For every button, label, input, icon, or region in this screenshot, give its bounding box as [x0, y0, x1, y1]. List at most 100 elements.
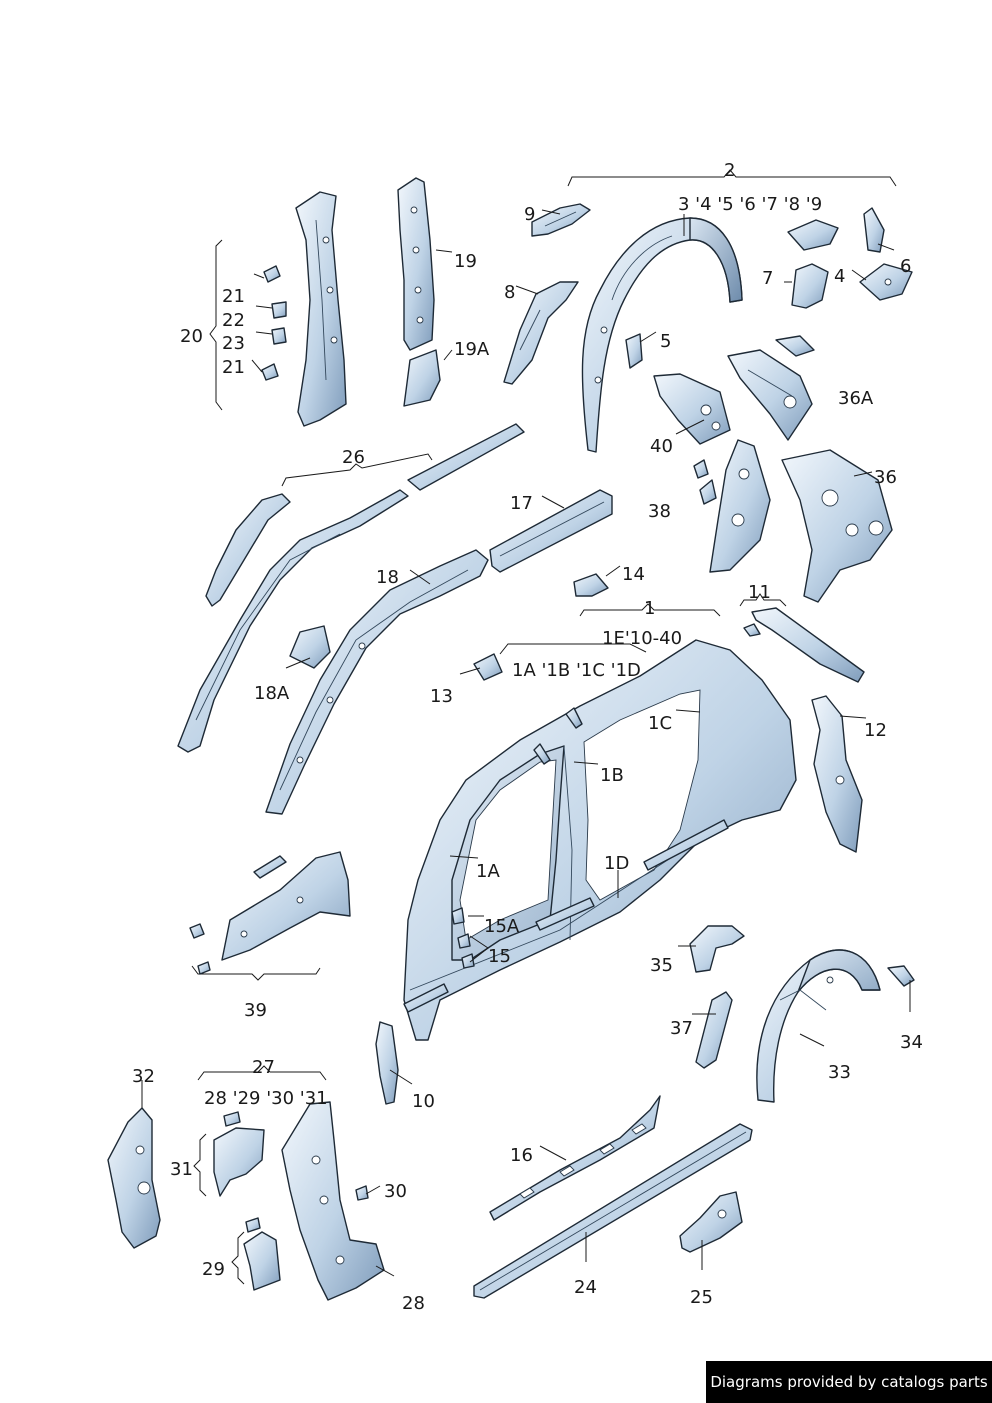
label-36a: 36A: [838, 388, 874, 409]
label-14: 14: [622, 564, 645, 585]
label-28: 28: [402, 1293, 425, 1314]
part-8-strut: [503, 281, 579, 385]
part-40-panel: [653, 373, 731, 445]
label-24: 24: [574, 1277, 597, 1298]
label-30: 30: [384, 1181, 407, 1202]
part-17-rail: [489, 489, 613, 573]
label-19a: 19A: [454, 339, 490, 360]
part-20-pillar: [295, 191, 347, 427]
label-16: 16: [510, 1145, 533, 1166]
label-1a: 1A: [476, 861, 500, 882]
part-10-bracket: [375, 1021, 399, 1105]
label-31: 31: [170, 1159, 193, 1180]
part-3-wheelhouse-inner: [581, 217, 743, 453]
label-22: 22: [222, 310, 245, 331]
label-38: 38: [648, 501, 671, 522]
label-19: 19: [454, 251, 477, 272]
part-27-brace: [197, 1065, 327, 1081]
part-39-brace: [191, 965, 321, 981]
label-39: 39: [244, 1000, 267, 1021]
part-24-sill: [473, 1123, 753, 1299]
label-1b: 1B: [600, 765, 624, 786]
part-18-rail: [265, 549, 489, 815]
label-17: 17: [510, 493, 533, 514]
part-13-patch: [473, 653, 503, 681]
label-15: 15: [488, 946, 511, 967]
label-12: 12: [864, 720, 887, 741]
part-18a-bracket: [289, 625, 331, 669]
part-20-brace: [209, 239, 223, 411]
part-32-pillar: [107, 1107, 161, 1249]
label-18a: 18A: [254, 683, 290, 704]
label-36: 36: [874, 467, 897, 488]
part-35-liner: [689, 925, 745, 973]
label-7: 7: [762, 268, 773, 289]
part-29-bracket: [243, 1217, 281, 1291]
part-38-panel: [693, 439, 771, 573]
label-21b: 21: [222, 357, 245, 378]
part-31-bracket: [213, 1111, 265, 1197]
part-19a-bracket: [403, 349, 441, 407]
label-27: 27: [252, 1057, 275, 1078]
label-1c: 1C: [648, 713, 672, 734]
label-6: 6: [900, 256, 911, 277]
label-4: 4: [834, 266, 845, 287]
part-5-clip: [625, 333, 643, 369]
part-26-rail-front: [407, 423, 525, 491]
label-3-9: 3 '4 '5 '6 '7 '8 '9: [678, 194, 822, 215]
label-33: 33: [828, 1062, 851, 1083]
part-25-bracket: [679, 1191, 743, 1253]
part-26-rail: [177, 489, 409, 753]
label-28-31: 28 '29 '30 '31: [204, 1088, 328, 1109]
label-15a: 15A: [484, 916, 520, 937]
part-39-frame: [189, 851, 351, 975]
label-10: 10: [412, 1091, 435, 1112]
label-34: 34: [900, 1032, 923, 1053]
part-26-bracket-small: [205, 493, 291, 607]
parts-21-23-clips: [261, 265, 287, 381]
label-37: 37: [670, 1018, 693, 1039]
credit-banner: Diagrams provided by catalogs parts: [706, 1361, 992, 1403]
part-7-bracket: [791, 263, 829, 309]
leader-lines: [141, 209, 911, 1277]
label-21a: 21: [222, 286, 245, 307]
parts-15-clips: [451, 907, 475, 969]
part-11-strip: [743, 607, 865, 683]
part-1-brace: [579, 603, 721, 617]
part-12-pillar: [811, 695, 863, 853]
part-6-bracket: [863, 207, 885, 253]
label-2: 2: [724, 160, 735, 181]
part-14-patch: [573, 573, 609, 597]
label-1abcd: 1A '1B '1C '1D: [512, 660, 641, 681]
label-32: 32: [132, 1066, 155, 1087]
label-9: 9: [524, 204, 535, 225]
part-4-plate: [859, 263, 913, 301]
part-30-clip: [355, 1185, 369, 1201]
part-34-clip: [887, 965, 915, 987]
part-11-brace: [739, 593, 787, 607]
part-9-bracket: [531, 203, 591, 237]
part-1-side-panel: [403, 639, 797, 1041]
part-31-brace: [193, 1133, 207, 1197]
part-labels: 2 3 '4 '5 '6 '7 '8 '9 9 8 7 4 6 5 19 19A…: [132, 160, 923, 1314]
label-1d: 1D: [604, 853, 629, 874]
part-36a-small: [775, 335, 815, 357]
label-35: 35: [650, 955, 673, 976]
part-7b-plate: [787, 219, 839, 251]
part-2-brace: [567, 169, 897, 187]
label-1e: 1E'10-40: [602, 628, 682, 649]
label-40: 40: [650, 436, 673, 457]
part-36a-panel: [727, 349, 813, 441]
part-16-rail: [489, 1095, 661, 1221]
label-13: 13: [430, 686, 453, 707]
part-37-strip: [695, 991, 733, 1069]
label-25: 25: [690, 1287, 713, 1308]
label-18: 18: [376, 567, 399, 588]
part-33-liner: [756, 949, 881, 1103]
label-8: 8: [504, 282, 515, 303]
label-20: 20: [180, 326, 203, 347]
part-36-panel: [781, 449, 893, 603]
label-5: 5: [660, 331, 671, 352]
label-23: 23: [222, 333, 245, 354]
label-29: 29: [202, 1259, 225, 1280]
